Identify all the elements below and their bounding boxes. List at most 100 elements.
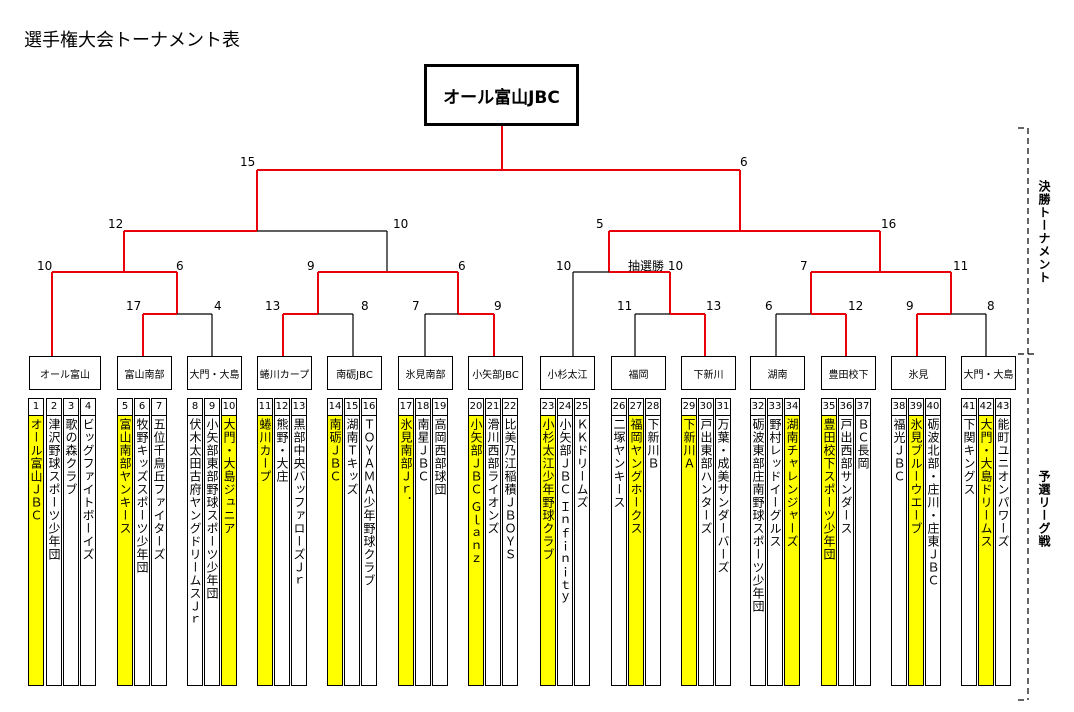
team-number: 28 [646,399,660,416]
team-name: 牧野キッズスポーツ少年団 [135,418,149,574]
team-column: 10 大門・大島ジュニア [221,398,237,686]
score-label: 15 [240,155,256,169]
team-number: 18 [416,399,430,416]
score-label: 10 [393,217,409,231]
block-header: 小杉太江 [540,356,595,390]
team-number: 36 [839,399,853,416]
team-number: 39 [909,399,923,416]
score-label: 16 [881,217,897,231]
team-number: 6 [135,399,149,416]
team-name: 下関キングス [962,418,976,496]
team-column: 36 戸出西部サンダース [838,398,854,686]
score-label: 13 [265,299,281,313]
team-name: ＴＯＹＡＭＡ少年野球クラブ [362,418,376,587]
block-header: 福岡 [611,356,666,390]
score-label: 5 [596,217,604,231]
team-name: 蜷川カープ [258,418,272,483]
team-number: 4 [81,399,95,416]
team-number: 3 [64,399,78,416]
score-label: 6 [458,259,466,273]
team-name: 富山南部ヤンキース [118,418,132,535]
team-column: 11 蜷川カープ [257,398,273,686]
team-number: 40 [926,399,940,416]
page-title: 選手権大会トーナメント表 [24,30,240,51]
block-header: 下新川 [681,356,736,390]
team-number: 22 [503,399,517,416]
score-label: 13 [706,299,722,313]
team-name: 高岡西部球団 [433,418,447,496]
team-name: 福岡ヤングホークス [629,418,643,535]
team-number: 34 [785,399,799,416]
score-label: 10 [556,259,572,273]
team-number: 11 [258,399,272,416]
team-number: 42 [979,399,993,416]
team-name: 大門・大島ドリームス [979,418,993,548]
team-name: オール富山ＪＢＣ [29,418,43,522]
block-header: 富山南部 [117,356,172,390]
team-number: 37 [856,399,870,416]
block-header: 大門・大島 [961,356,1016,390]
score-label: 11 [953,259,969,273]
team-number: 12 [275,399,289,416]
block-header: 南砺JBC [327,356,382,390]
team-number: 25 [575,399,589,416]
team-column: 24 小矢部ＪＢＣ Ｉｎｆｉｎｉｔｙ [557,398,573,686]
team-number: 30 [699,399,713,416]
team-name: 比美乃江稲積ＪＢＯＹＳ [503,418,517,561]
score-label: 6 [176,259,184,273]
score-label: 8 [987,299,995,313]
team-column: 27 福岡ヤングホークス [628,398,644,686]
team-number: 2 [47,399,61,416]
team-name: 五位千鳥丘ファイターズ [152,418,166,561]
team-number: 27 [629,399,643,416]
team-name: 砺波北部・庄川・庄東ＪＢＣ [926,418,940,587]
team-number: 32 [751,399,765,416]
block-header: 湖南 [750,356,805,390]
score-label: 6 [740,155,748,169]
block-header: 氷見南部 [398,356,453,390]
team-number: 1 [29,399,43,416]
team-number: 26 [612,399,626,416]
team-name: 万葉・成美サンダーバーズ [716,418,730,574]
score-label: 4 [214,299,222,313]
score-label: 10 [37,259,53,273]
team-number: 10 [222,399,236,416]
team-name: 小矢部ＪＢＣ Ｇｌａｎｚ [469,418,483,566]
block-header: 蜷川カープ [257,356,312,390]
block-header: 豊田校下 [821,356,876,390]
team-name: ＫＫドリームズ [575,418,589,509]
team-name: 滑川西部ライオンズ [486,418,500,535]
team-name: 戸出西部サンダース [839,418,853,535]
team-column: 1 オール富山ＪＢＣ [28,398,44,686]
team-name: 大門・大島ジュニア [222,418,236,535]
score-label: 9 [906,299,914,313]
team-number: 33 [768,399,782,416]
score-label: 11 [617,299,633,313]
team-name: ＢＣ長岡 [856,418,870,470]
team-name: 伏木太田古府ヤングドリームスＪｒ [188,418,202,626]
team-name: 小矢部ＪＢＣ Ｉｎｆｉｎｉｔｙ [558,418,572,605]
team-number: 24 [558,399,572,416]
team-column: 42 大門・大島ドリームス [978,398,994,686]
score-label: 12 [108,217,124,231]
block-header: オール富山 [29,356,101,390]
